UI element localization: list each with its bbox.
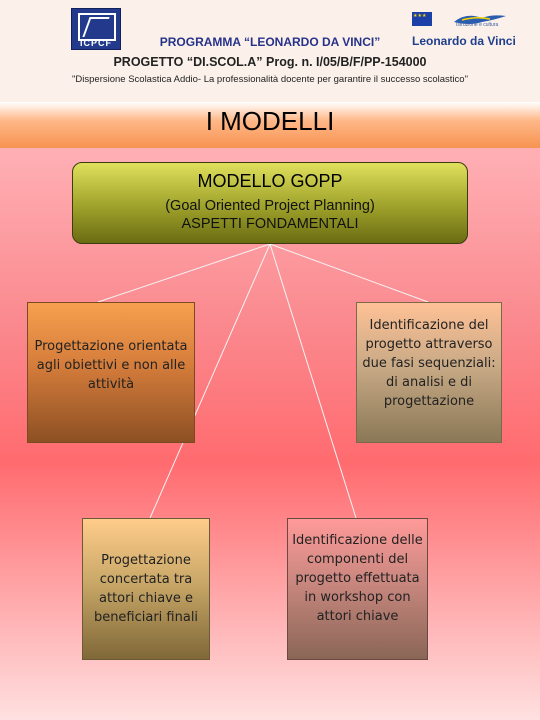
node-label: Identificazione delle componenti del pro… [292,533,423,624]
logo-mark-icon [78,13,116,41]
program-title: PROGRAMMA “LEONARDO DA VINCI” [0,35,540,49]
node-two-phase-identification: Identificazione del progetto attraverso … [356,302,502,443]
leonardo-da-vinci-logo: Istruzione e cultura Leonardo da Vinci [412,8,516,50]
ldv-name-text: Leonardo da Vinci [412,34,516,48]
connector-line [97,243,271,303]
node-label: Identificazione del progetto attraverso … [362,318,496,409]
project-line: PROGETTO “DI.SCOL.A” Prog. n. I/05/B/F/P… [113,55,427,69]
subtitle: "Dispersione Scolastica Addio- La profes… [72,74,468,85]
node-label: Progettazione concertata tra attori chia… [93,553,199,625]
ldv-small-text: Istruzione e cultura [456,22,499,28]
page-title: I MODELLI [205,106,335,136]
root-title: MODELLO GOPP [197,171,343,191]
connector-line [269,243,429,303]
root-subtitle: (Goal Oriented Project Planning) [165,198,375,214]
node-label: Progettazione orientata agli obiettivi e… [34,339,188,392]
page-header: ICPCF Istruzione e cultura Leonardo da V… [0,0,540,102]
logo-left-text: ICPCF [80,38,112,48]
icpcf-logo: ICPCF [71,8,121,50]
ldv-bird-icon [454,15,506,24]
root-caption: ASPETTI FONDAMENTALI [181,216,359,232]
node-concerted-design: Progettazione concertata tra attori chia… [82,518,210,660]
node-workshop-identification: Identificazione delle componenti del pro… [287,518,428,660]
eu-flag-icon [412,12,432,26]
node-goal-oriented-design: Progettazione orientata agli obiettivi e… [27,302,195,443]
root-node-gopp: MODELLO GOPP (Goal Oriented Project Plan… [72,162,468,244]
title-banner [0,102,540,148]
connector-line [149,243,271,519]
connector-line [269,243,357,519]
program-title-text: PROGRAMMA “LEONARDO DA VINCI” [159,35,381,49]
